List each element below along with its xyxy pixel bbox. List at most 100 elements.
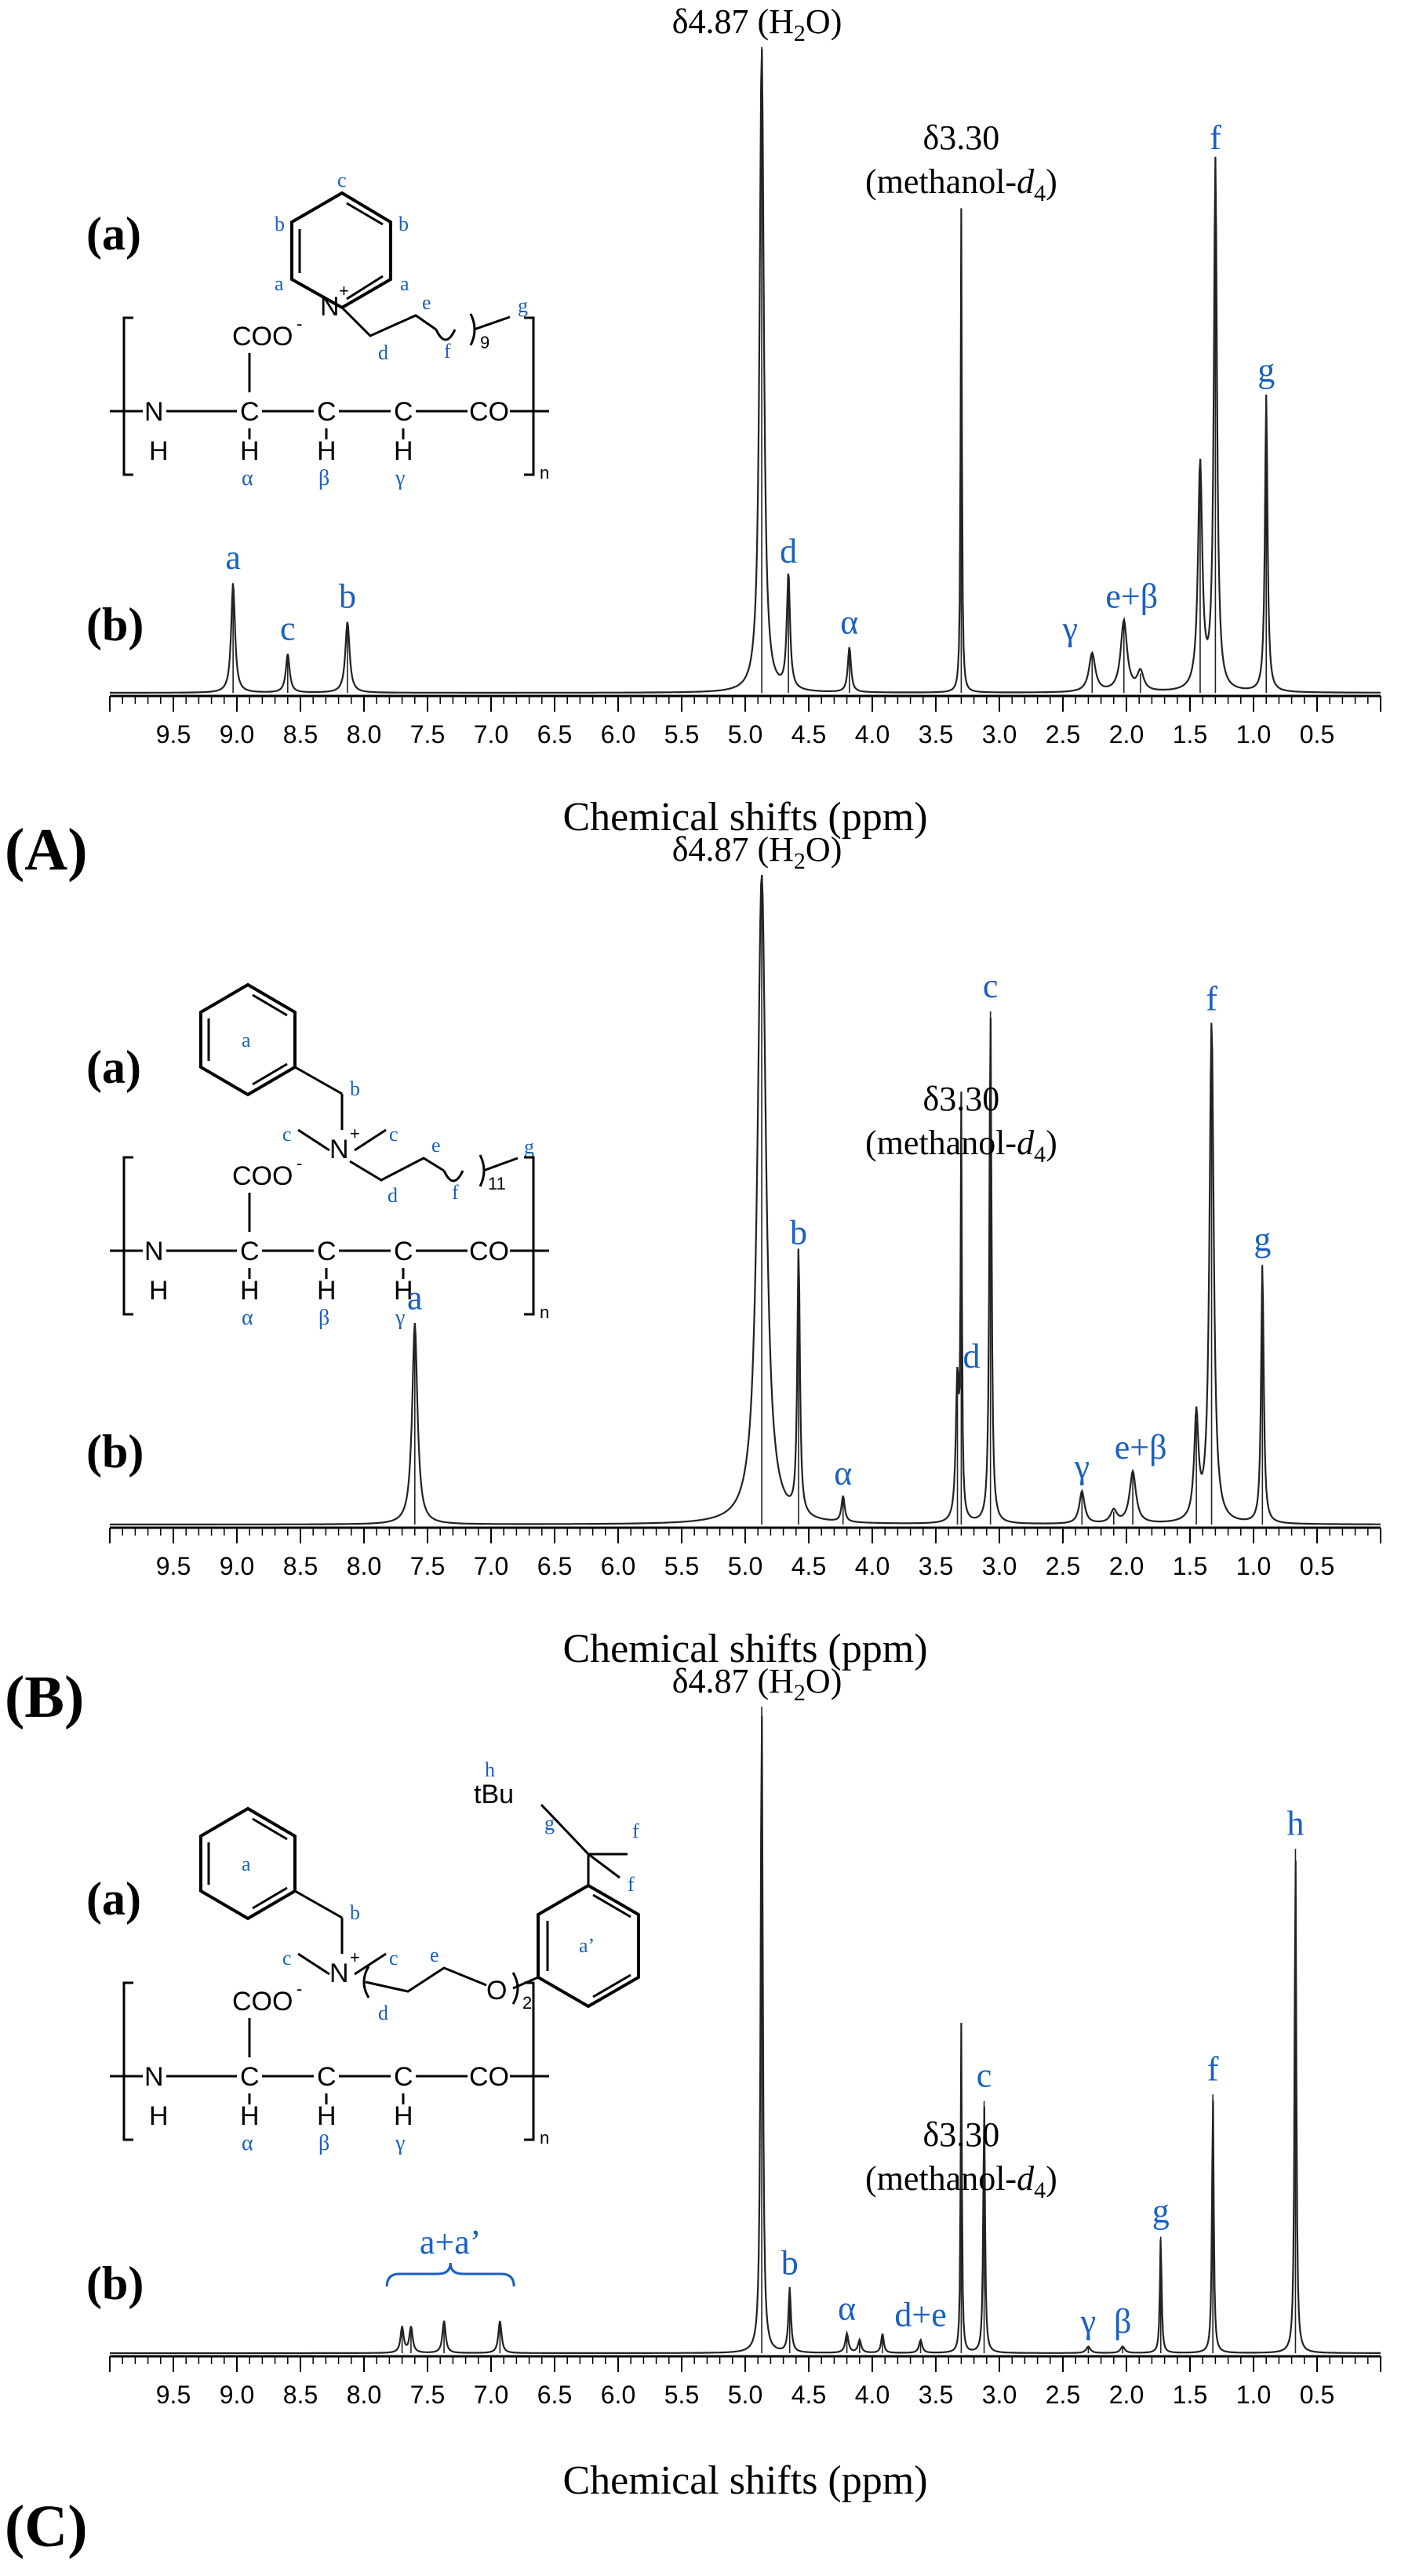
peak-label: g — [1254, 1220, 1271, 1259]
x-tick-label: 2.5 — [1046, 720, 1080, 749]
struct-label-e: e — [431, 1134, 441, 1157]
peak-label: e+β — [1105, 577, 1158, 615]
panel-b: a b N + c c d e f 11 g n COO — [5, 830, 1381, 1730]
struct-o-atom: O — [486, 1976, 507, 2006]
struct-label-c: c — [337, 169, 347, 191]
spectrum-label: (b) — [86, 1426, 144, 1477]
methanol-annotation-line1: δ3.30 — [923, 1080, 1000, 1118]
water-annotation: δ4.87 (H2O) — [672, 2, 842, 46]
x-tick-label: 2.5 — [1046, 1552, 1080, 1580]
backbone-c: n COO - N C C C CO H H H H α β γ — [110, 1979, 549, 2155]
x-tick-label: 4.5 — [791, 2381, 826, 2409]
struct-label-f: f — [452, 1181, 459, 1204]
struct-label-g: g — [524, 1135, 534, 1158]
struct-backbone-c1: C — [240, 2062, 260, 2092]
x-tick-label: 1.5 — [1173, 2381, 1207, 2409]
peak-label: e+β — [1115, 1428, 1167, 1467]
peak-label: a — [407, 1278, 423, 1317]
peak-label: b — [790, 1214, 807, 1252]
peak-label: c — [977, 2057, 992, 2095]
peak-label: f — [1206, 979, 1217, 1018]
bracket-label: a+a’ — [420, 2223, 482, 2261]
struct-backbone-co: CO — [469, 397, 509, 427]
peak-label: c — [280, 610, 296, 648]
struct-count: 11 — [488, 1174, 506, 1193]
peak-label: d+e — [894, 2296, 946, 2334]
x-tick-label: 2.0 — [1109, 720, 1144, 749]
struct-count: 9 — [480, 333, 489, 352]
x-tick-label: 8.0 — [347, 720, 381, 749]
struct-n-atom: N — [329, 1958, 349, 1988]
struct-h-n: H — [149, 1276, 169, 1306]
spectrum-label: (b) — [86, 2257, 144, 2309]
x-tick-label: 2.0 — [1109, 1552, 1144, 1580]
peak-label: b — [339, 577, 356, 615]
x-tick-label: 3.5 — [919, 2381, 953, 2409]
struct-label-d: d — [388, 1184, 398, 1207]
x-tick-label: 5.5 — [664, 720, 699, 749]
backbone-b: n COO - N C C C CO H H H H α β γ — [110, 1153, 549, 1330]
panel-c: a b N + c c d e O 2 a’ — [5, 1662, 1381, 2560]
x-tick-label: 9.5 — [156, 720, 191, 749]
x-tick-label: 5.0 — [728, 2381, 762, 2409]
struct-label-b: b — [350, 1901, 360, 1924]
x-tick-label: 9.0 — [220, 2381, 254, 2409]
struct-backbone-c2: C — [317, 1237, 337, 1266]
struct-backbone-co: CO — [469, 1237, 509, 1266]
struct-label-e: e — [422, 291, 431, 314]
struct-h-n: H — [149, 436, 169, 466]
struct-label-a-right: a — [400, 272, 409, 295]
peak-label: f — [1210, 118, 1221, 157]
x-tick-label: 8.5 — [283, 720, 318, 749]
struct-label-a-left: a — [275, 272, 284, 295]
struct-coo-charge: - — [297, 1979, 302, 1998]
struct-alpha: α — [242, 1306, 253, 1330]
x-tick-label: 8.5 — [283, 2381, 318, 2409]
x-tick-label: 9.5 — [156, 1552, 191, 1580]
x-tick-label: 0.5 — [1300, 1552, 1334, 1580]
peak-label: g — [1152, 2192, 1170, 2231]
struct-coo-charge: - — [297, 1153, 302, 1173]
structure-c: a b N + c c d e O 2 a’ — [199, 1758, 640, 2024]
x-tick-label: 6.0 — [601, 1552, 635, 1580]
peak-label: g — [1257, 351, 1275, 389]
x-tick-label: 7.5 — [410, 1552, 445, 1580]
x-tick-label: 3.0 — [982, 1552, 1017, 1580]
struct-gamma: γ — [395, 1306, 405, 1330]
x-tick-label: 9.5 — [156, 2381, 191, 2409]
peak-label: a — [225, 538, 241, 577]
struct-gamma: γ — [395, 466, 405, 490]
x-axis-label: Chemical shifts (ppm) — [562, 1627, 927, 1671]
struct-backbone-c1: C — [240, 1237, 260, 1266]
x-tick-label: 0.5 — [1300, 720, 1334, 749]
methanol-annotation-line2: (methanol-d4) — [865, 162, 1057, 206]
peak-label: γ — [1080, 2302, 1096, 2341]
backbone-a: n COO - N C C C CO H H H H α β — [110, 314, 549, 490]
struct-repeat-n: n — [540, 1303, 549, 1322]
x-tick-label: 5.0 — [728, 1552, 762, 1580]
struct-label-a: a — [242, 1029, 251, 1051]
x-tick-label: 3.5 — [919, 1552, 953, 1580]
struct-backbone-co: CO — [469, 2062, 509, 2092]
struct-n-plus: + — [350, 1124, 360, 1143]
struct-backbone-c3: C — [394, 1237, 413, 1266]
struct-h-n: H — [149, 2101, 169, 2131]
x-tick-label: 4.0 — [855, 2381, 890, 2409]
peak-label: γ — [1074, 1448, 1090, 1486]
struct-beta: β — [318, 1306, 329, 1330]
methanol-annotation-line2: (methanol-d4) — [865, 1124, 1057, 1168]
struct-backbone-c3: C — [394, 397, 413, 427]
struct-h-beta: H — [317, 2101, 337, 2131]
struct-label-b-right: b — [398, 213, 409, 235]
panel-letter: (C) — [5, 2494, 88, 2560]
struct-h-alpha: H — [240, 2101, 260, 2131]
panel-letter: (A) — [5, 817, 88, 883]
x-tick-label: 2.0 — [1109, 2381, 1144, 2409]
struct-backbone-n: N — [144, 1237, 164, 1266]
spectrum-line — [110, 1716, 1381, 2355]
peak-label: b — [781, 2244, 799, 2283]
x-tick-label: 1.5 — [1173, 720, 1207, 749]
struct-h-beta: H — [317, 1276, 337, 1306]
struct-n-atom: N — [329, 1135, 349, 1164]
panel-a: N + c b b a a d e f 9 g n COO - — [5, 2, 1381, 883]
